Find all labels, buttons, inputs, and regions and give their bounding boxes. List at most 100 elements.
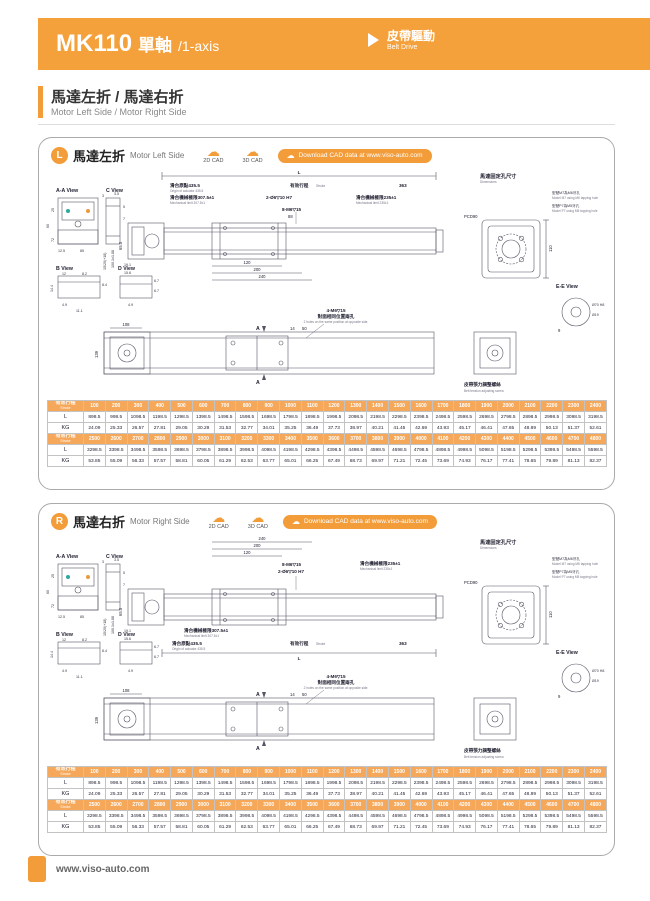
table-cell: 34.01 (257, 422, 281, 434)
cad-2d-button[interactable]: ☁ 2D CAD (203, 145, 223, 164)
row-label-KG: KG (47, 821, 84, 833)
d-view: D View 19.1 15.6 6.7 6.7 4.9 (118, 629, 159, 673)
table-cell: 67.49 (322, 821, 346, 833)
table-cell: 4398.5 (322, 810, 346, 822)
table-cell: 55.09 (104, 455, 128, 467)
stroke-label-cn: 有效行程 (290, 640, 309, 647)
table-cell: 2598.5 (453, 777, 477, 789)
table-cell: 78.65 (518, 821, 542, 833)
dim-100-1: 100.1±1.88 (111, 250, 115, 268)
table-cell: 24.09 (83, 422, 106, 434)
dim-4-9: 4.9 (128, 303, 133, 307)
dim-d19: Ø19 (592, 313, 599, 317)
row-label-L: L (47, 810, 84, 822)
footer-tab (28, 856, 46, 882)
table-cell: 45.17 (453, 422, 477, 434)
table-cell: 25.33 (104, 788, 128, 800)
side-view: L 滑台原點435.5 Origin of actuator 435.5 有效行… (103, 170, 444, 281)
stroke-label-cn: 有效行程 (290, 182, 309, 189)
table-cell: 998.5 (104, 411, 128, 423)
table-cell: 3598.5 (148, 810, 172, 822)
table-cell: 72.45 (409, 821, 433, 833)
dim-72: 72 (51, 604, 55, 608)
table-cell: 5198.5 (496, 444, 520, 456)
table-cell: 67.49 (322, 455, 346, 467)
dim-12-5: 12.5 (58, 615, 65, 619)
download-cad-button[interactable]: ☁ Download CAD data at www.viso-auto.com (282, 514, 437, 529)
p7-note-en: Model P7 using M5 tapping hole (552, 575, 598, 579)
table-cell: 500 (170, 400, 193, 412)
download-cad-button[interactable]: ☁ Download CAD data at www.viso-auto.com (277, 148, 432, 163)
section-title: 馬達左折 / 馬達右折 (51, 89, 184, 106)
table-cell: 72.45 (409, 455, 433, 467)
dim-4-9: 4.9 (62, 669, 67, 673)
table-cell: 3698.5 (170, 444, 193, 456)
table-cell: 3198.5 (583, 777, 608, 789)
table-cell: 4800 (583, 433, 608, 445)
d-view-label: D View (118, 632, 136, 638)
p7-note-en: Model P7 using M5 tapping hole (552, 209, 598, 213)
table-cell: 4300 (475, 799, 498, 811)
technical-drawing-motor-right: 240 200 120 8-M6▽15 2-Ø6▽10 H7 滑台機械極限235… (46, 536, 604, 759)
table-cell: 58.81 (170, 821, 193, 833)
table-cell: 4000 (409, 799, 433, 811)
pcd-label: PCD90 (464, 580, 478, 585)
belt-drive-badge: 皮帶驅動 Belt Drive (368, 29, 435, 51)
hole4-label: 4-M6▽15 (326, 308, 346, 313)
section-mark-A: A (256, 746, 260, 752)
table-cell: 4798.5 (409, 444, 433, 456)
table-cell: 4098.5 (257, 444, 281, 456)
table-cell: 29.05 (170, 788, 193, 800)
table-cell: 82.37 (583, 455, 608, 467)
cad-3d-button[interactable]: ☁ 3D CAD (242, 145, 262, 164)
table-cell: 2798.5 (496, 777, 520, 789)
table-cell: 3900 (387, 799, 411, 811)
table-cell: 5598.5 (583, 810, 608, 822)
table-cell: 58.81 (170, 455, 193, 467)
dim-8-4: 8.4 (102, 649, 107, 653)
b-view-label: B View (56, 632, 74, 638)
table-cell: 1900 (475, 400, 498, 412)
table-cell: 1598.5 (235, 411, 259, 423)
origin-label-en: Origin of actuator 435.5 (170, 189, 204, 193)
table-cell: 38.97 (344, 788, 368, 800)
dim-L: L (298, 656, 301, 661)
table-cell: 1998.5 (322, 777, 346, 789)
dim-15-6: 15.6 (124, 271, 131, 275)
dim-14: 14 (290, 692, 295, 697)
mount-title-en: Dimensions (480, 180, 497, 184)
dim-11-1: 11.1 (76, 309, 83, 313)
cad-3d-button[interactable]: ☁ 3D CAD (248, 511, 268, 530)
table-cell: 30.29 (191, 422, 215, 434)
dim-3-5: 3.5 (114, 192, 119, 196)
footer-url[interactable]: www.viso-auto.com (56, 864, 150, 875)
table-cell: 3998.5 (235, 444, 259, 456)
hole2-label: 2-Ø6▽10 H7 (278, 569, 304, 574)
table-cell: 3498.5 (126, 444, 150, 456)
dim-139: 139 (94, 716, 99, 724)
table-cell: 61.29 (213, 455, 237, 467)
table-cell: 2198.5 (366, 411, 389, 423)
m7-note-cn: 型號M7為M6牙孔 (552, 190, 580, 195)
table-cell: 69.97 (366, 455, 389, 467)
dim-12-5: 12.5 (58, 249, 65, 253)
table-cell: 600 (191, 766, 215, 778)
c-view: C View 3 3.5 5 7 (102, 188, 125, 245)
table-cell: 1100 (300, 766, 324, 778)
table-cell: 898.5 (83, 411, 106, 423)
cad-2d-button[interactable]: ☁ 2D CAD (209, 511, 229, 530)
dim-5: 5 (123, 571, 125, 575)
table-cell: 81.13 (562, 821, 585, 833)
dim-200: 200 (254, 543, 262, 548)
dim-d70: Ø70 H8 (592, 669, 604, 673)
table-cell: 4500 (518, 433, 542, 445)
d-view: D View 19.1 15.6 6.7 6.7 4.9 (118, 263, 159, 307)
table-cell: 4998.5 (453, 810, 477, 822)
dim-108: 108 (123, 688, 131, 693)
row-label-KG: KG (47, 455, 84, 467)
dim-50: 50 (302, 692, 307, 697)
table-cell: 3100 (213, 433, 237, 445)
table-cell: 2398.5 (409, 411, 433, 423)
